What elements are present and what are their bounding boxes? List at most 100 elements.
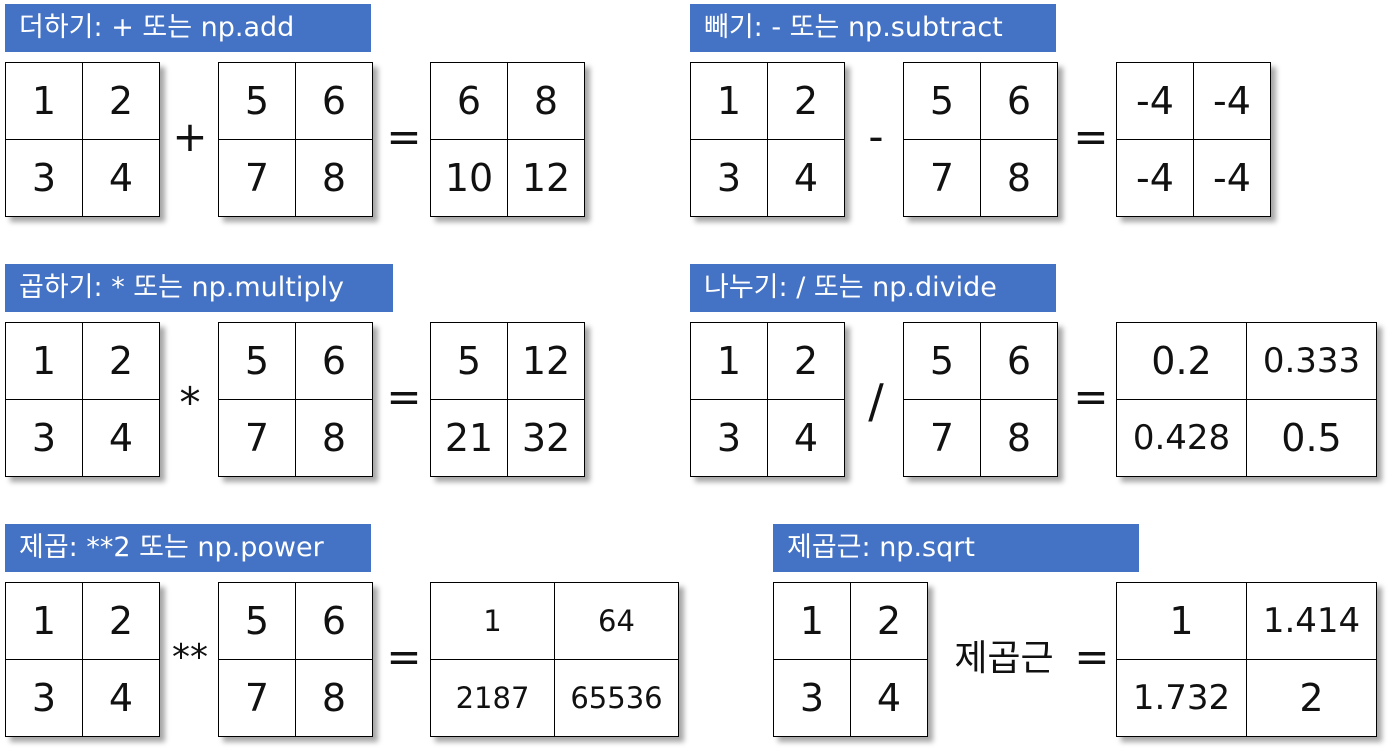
matrix-cell: 1 <box>1117 583 1247 660</box>
matrix-cell: 8 <box>981 400 1058 477</box>
matrix-cell: 1 <box>6 63 83 140</box>
equals-sign: = <box>386 372 422 421</box>
matrix-cell: 7 <box>219 400 296 477</box>
matrix-cell: 4 <box>83 400 160 477</box>
equals-sign: = <box>386 632 422 681</box>
matrix-a-divide: 1 2 3 4 <box>690 322 845 477</box>
matrix-result-subtract: -4 -4 -4 -4 <box>1116 62 1271 217</box>
matrix-cell: 8 <box>296 660 373 737</box>
matrix-result-add: 6 8 10 12 <box>430 62 585 217</box>
operator-power: ** <box>172 637 208 678</box>
panel-label-subtract: 빼기: - 또는 np.subtract <box>690 4 1056 52</box>
matrix-cell: 4 <box>768 140 845 217</box>
matrix-cell: 3 <box>6 140 83 217</box>
matrix-cell: 0.333 <box>1247 323 1377 400</box>
matrix-cell: -4 <box>1117 140 1194 217</box>
matrix-cell: 5 <box>904 323 981 400</box>
matrix-cell: 5 <box>904 63 981 140</box>
panel-label-sqrt: 제곱근: np.sqrt <box>773 524 1139 572</box>
matrix-cell: 7 <box>904 400 981 477</box>
matrix-cell: -4 <box>1117 63 1194 140</box>
matrix-b-power: 5 6 7 8 <box>218 582 373 737</box>
matrix-cell: 4 <box>83 140 160 217</box>
matrix-b-subtract: 5 6 7 8 <box>903 62 1058 217</box>
operator-sqrt-word: 제곱근 <box>954 638 1054 679</box>
panel-label-power: 제곱: **2 또는 np.power <box>5 524 371 572</box>
equals-sign: = <box>1073 112 1109 161</box>
matrix-cell: 6 <box>296 63 373 140</box>
matrix-result-power: 1 64 2187 65536 <box>430 582 679 737</box>
matrix-cell: 32 <box>508 400 585 477</box>
matrix-result-divide: 0.2 0.333 0.428 0.5 <box>1116 322 1377 477</box>
matrix-cell: 7 <box>904 140 981 217</box>
matrix-cell: 6 <box>431 63 508 140</box>
operator-plus: + <box>172 112 208 161</box>
matrix-cell: 4 <box>83 660 160 737</box>
matrix-a-add: 1 2 3 4 <box>5 62 160 217</box>
matrix-cell: 7 <box>219 660 296 737</box>
matrix-cell: 0.428 <box>1117 400 1247 477</box>
matrix-cell: 5 <box>431 323 508 400</box>
matrix-cell: 65536 <box>555 660 679 737</box>
matrix-a-sqrt: 1 2 3 4 <box>773 582 928 737</box>
matrix-cell: 3 <box>774 660 851 737</box>
matrix-cell: 5 <box>219 583 296 660</box>
equals-sign: = <box>386 112 422 161</box>
matrix-cell: 3 <box>6 660 83 737</box>
matrix-cell: 4 <box>851 660 928 737</box>
matrix-cell: 1 <box>6 583 83 660</box>
matrix-b-add: 5 6 7 8 <box>218 62 373 217</box>
matrix-cell: 21 <box>431 400 508 477</box>
matrix-cell: 8 <box>508 63 585 140</box>
equals-sign: = <box>1074 632 1110 681</box>
matrix-cell: 1 <box>6 323 83 400</box>
matrix-cell: 0.2 <box>1117 323 1247 400</box>
panel-label-divide: 나누기: / 또는 np.divide <box>690 264 1056 312</box>
panel-label-add: 더하기: + 또는 np.add <box>5 4 371 52</box>
matrix-cell: 1.732 <box>1117 660 1247 737</box>
matrix-cell: 6 <box>981 63 1058 140</box>
operator-divide: / <box>868 374 884 428</box>
operator-multiply: * <box>179 378 201 427</box>
matrix-cell: 0.5 <box>1247 400 1377 477</box>
operator-minus: - <box>868 112 884 161</box>
matrix-cell: 3 <box>691 400 768 477</box>
matrix-cell: 64 <box>555 583 679 660</box>
matrix-cell: 1.414 <box>1247 583 1377 660</box>
matrix-cell: 7 <box>219 140 296 217</box>
matrix-cell: -4 <box>1194 63 1271 140</box>
matrix-cell: 1 <box>774 583 851 660</box>
matrix-cell: 2 <box>83 583 160 660</box>
matrix-b-divide: 5 6 7 8 <box>903 322 1058 477</box>
matrix-cell: 2 <box>83 63 160 140</box>
matrix-cell: 6 <box>296 583 373 660</box>
matrix-cell: 2 <box>851 583 928 660</box>
matrix-cell: 10 <box>431 140 508 217</box>
matrix-cell: 1 <box>691 63 768 140</box>
matrix-cell: 6 <box>981 323 1058 400</box>
matrix-a-power: 1 2 3 4 <box>5 582 160 737</box>
matrix-cell: 1 <box>431 583 555 660</box>
matrix-a-multiply: 1 2 3 4 <box>5 322 160 477</box>
matrix-cell: 1 <box>691 323 768 400</box>
matrix-cell: 6 <box>296 323 373 400</box>
matrix-cell: 2 <box>768 323 845 400</box>
matrix-cell: 2 <box>1247 660 1377 737</box>
matrix-cell: -4 <box>1194 140 1271 217</box>
matrix-cell: 5 <box>219 323 296 400</box>
matrix-cell: 3 <box>691 140 768 217</box>
matrix-cell: 5 <box>219 63 296 140</box>
matrix-cell: 8 <box>296 400 373 477</box>
matrix-cell: 2 <box>83 323 160 400</box>
equals-sign: = <box>1073 372 1109 421</box>
matrix-cell: 12 <box>508 323 585 400</box>
matrix-cell: 2187 <box>431 660 555 737</box>
matrix-b-multiply: 5 6 7 8 <box>218 322 373 477</box>
matrix-cell: 8 <box>981 140 1058 217</box>
matrix-cell: 3 <box>6 400 83 477</box>
matrix-cell: 12 <box>508 140 585 217</box>
matrix-a-subtract: 1 2 3 4 <box>690 62 845 217</box>
matrix-cell: 4 <box>768 400 845 477</box>
matrix-cell: 8 <box>296 140 373 217</box>
matrix-cell: 2 <box>768 63 845 140</box>
